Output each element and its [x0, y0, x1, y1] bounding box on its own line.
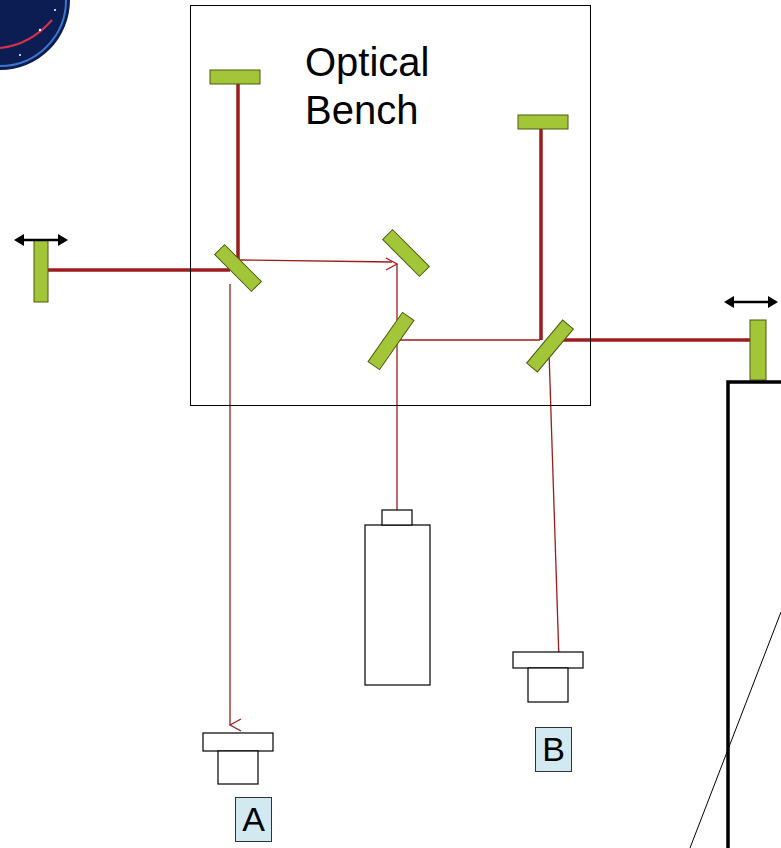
detector-label: B	[535, 727, 572, 772]
logo	[0, 0, 70, 70]
photodetectors	[203, 652, 583, 784]
bench-title: Optical Bench	[305, 38, 465, 134]
detector-letter: A	[242, 799, 265, 840]
thin-beams	[230, 260, 559, 725]
detector-label: A	[235, 797, 272, 842]
optical-bench: Optical Bench	[190, 5, 591, 406]
detector-letter: B	[542, 729, 565, 770]
motion-arrows	[14, 234, 778, 308]
laser	[365, 510, 430, 685]
adjacent-frame	[690, 382, 781, 848]
